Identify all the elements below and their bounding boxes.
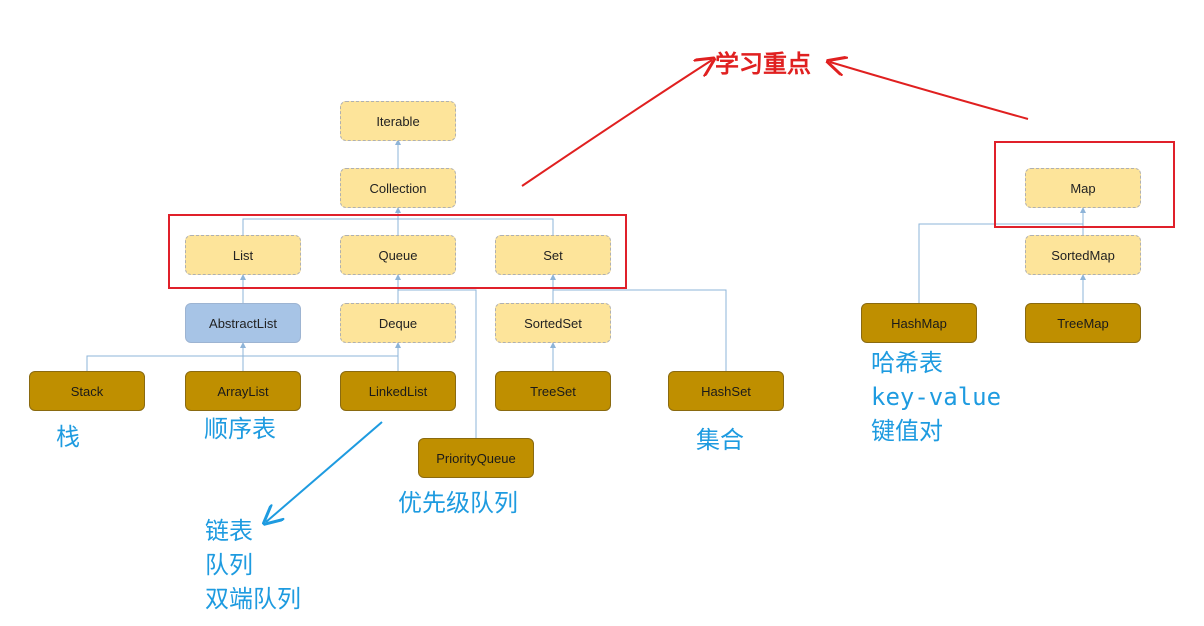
blue-arrow [266, 421, 383, 522]
note-linkedlist: 链表 队列 双端队列 [205, 514, 301, 616]
note-linkedlist-line3: 双端队列 [205, 585, 301, 613]
node-list: List [185, 235, 301, 275]
node-priorityqueue: PriorityQueue [418, 438, 534, 478]
node-stack: Stack [29, 371, 145, 411]
node-queue: Queue [340, 235, 456, 275]
note-hashmap-line2: key-value [871, 383, 1002, 411]
note-hashmap: 哈希表 key-value 键值对 [871, 346, 1001, 448]
note-arraylist: 顺序表 [204, 415, 276, 443]
node-collection: Collection [340, 168, 456, 208]
highlight-box-collections [168, 214, 627, 289]
node-linkedlist: LinkedList [340, 371, 456, 411]
node-map: Map [1025, 168, 1141, 208]
key-points-title: 学习重点 [715, 50, 811, 78]
node-set: Set [495, 235, 611, 275]
node-treemap: TreeMap [1025, 303, 1141, 343]
highlight-box-map [994, 141, 1175, 228]
note-linkedlist-line1: 链表 [205, 517, 253, 545]
node-hashmap: HashMap [861, 303, 977, 343]
node-iterable: Iterable [340, 101, 456, 141]
note-hashmap-line3: 键值对 [871, 417, 943, 445]
node-treeset: TreeSet [495, 371, 611, 411]
note-priorityqueue: 优先级队列 [398, 489, 518, 517]
node-arraylist: ArrayList [185, 371, 301, 411]
node-deque: Deque [340, 303, 456, 343]
note-hashset: 集合 [696, 426, 744, 454]
node-abstractlist: AbstractList [185, 303, 301, 343]
red-arrow-left [521, 60, 712, 187]
note-hashmap-line1: 哈希表 [871, 349, 943, 377]
note-linkedlist-line2: 队列 [205, 551, 253, 579]
node-sortedset: SortedSet [495, 303, 611, 343]
note-stack: 栈 [56, 423, 80, 451]
red-arrow-right [830, 62, 1029, 120]
node-sortedmap: SortedMap [1025, 235, 1141, 275]
node-hashset: HashSet [668, 371, 784, 411]
